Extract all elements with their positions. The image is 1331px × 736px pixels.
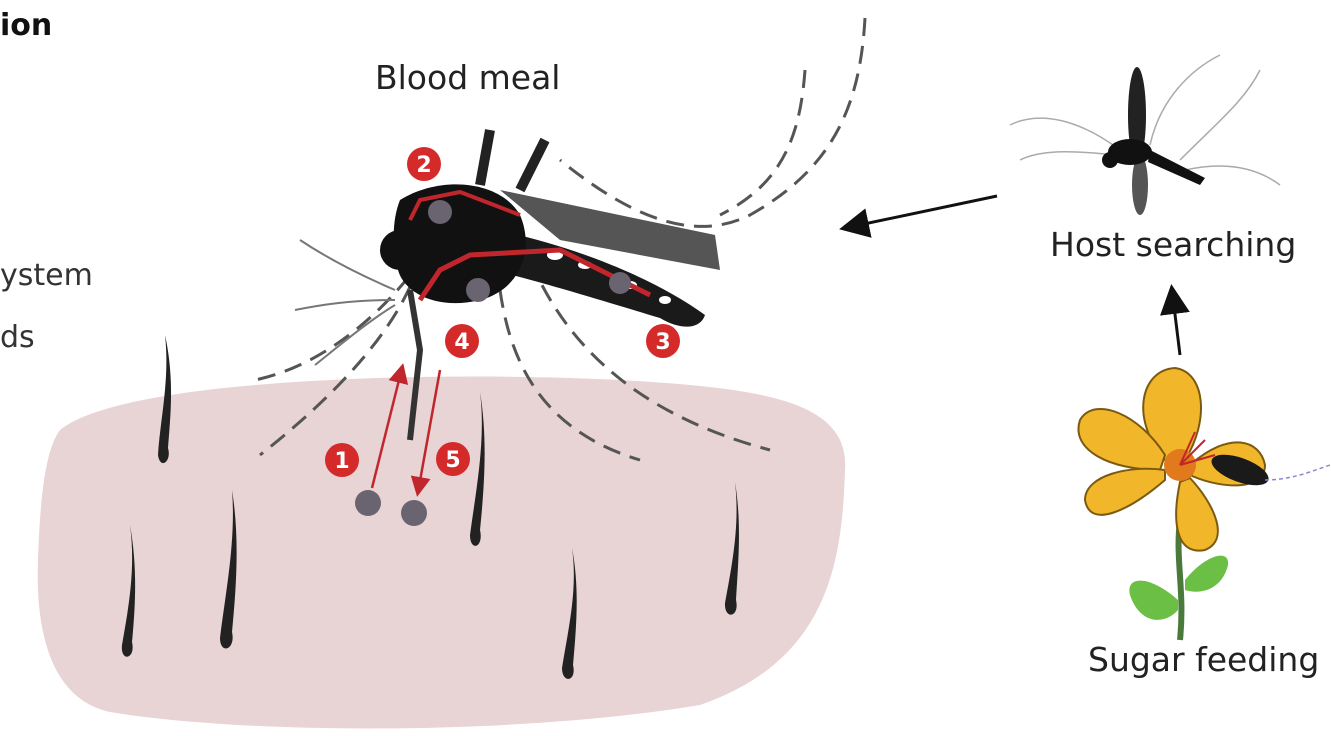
blood-meal-label: Blood meal (375, 58, 560, 97)
skin-patch (38, 377, 845, 729)
virus-particle (355, 490, 381, 516)
svg-text:4: 4 (454, 330, 469, 355)
sugar-to-host-arrow (1172, 290, 1180, 355)
flying-mosquito-icon (1010, 55, 1280, 215)
virus-particle (401, 500, 427, 526)
badge-2: 2 (407, 147, 441, 181)
mosquito-antennae (295, 240, 395, 365)
svg-text:2: 2 (416, 153, 431, 178)
flower-icon (1078, 368, 1330, 640)
badge-4: 4 (445, 324, 479, 358)
badge-5: 5 (436, 442, 470, 476)
badge-3: 3 (646, 324, 680, 358)
sugar-feeding-label: Sugar feeding (1088, 640, 1319, 679)
host-to-blood-arrow (845, 196, 997, 228)
svg-text:1: 1 (334, 449, 349, 474)
host-searching-label: Host searching (1050, 225, 1296, 264)
svg-text:3: 3 (655, 330, 670, 355)
badge-1: 1 (325, 443, 359, 477)
svg-text:5: 5 (445, 448, 460, 473)
